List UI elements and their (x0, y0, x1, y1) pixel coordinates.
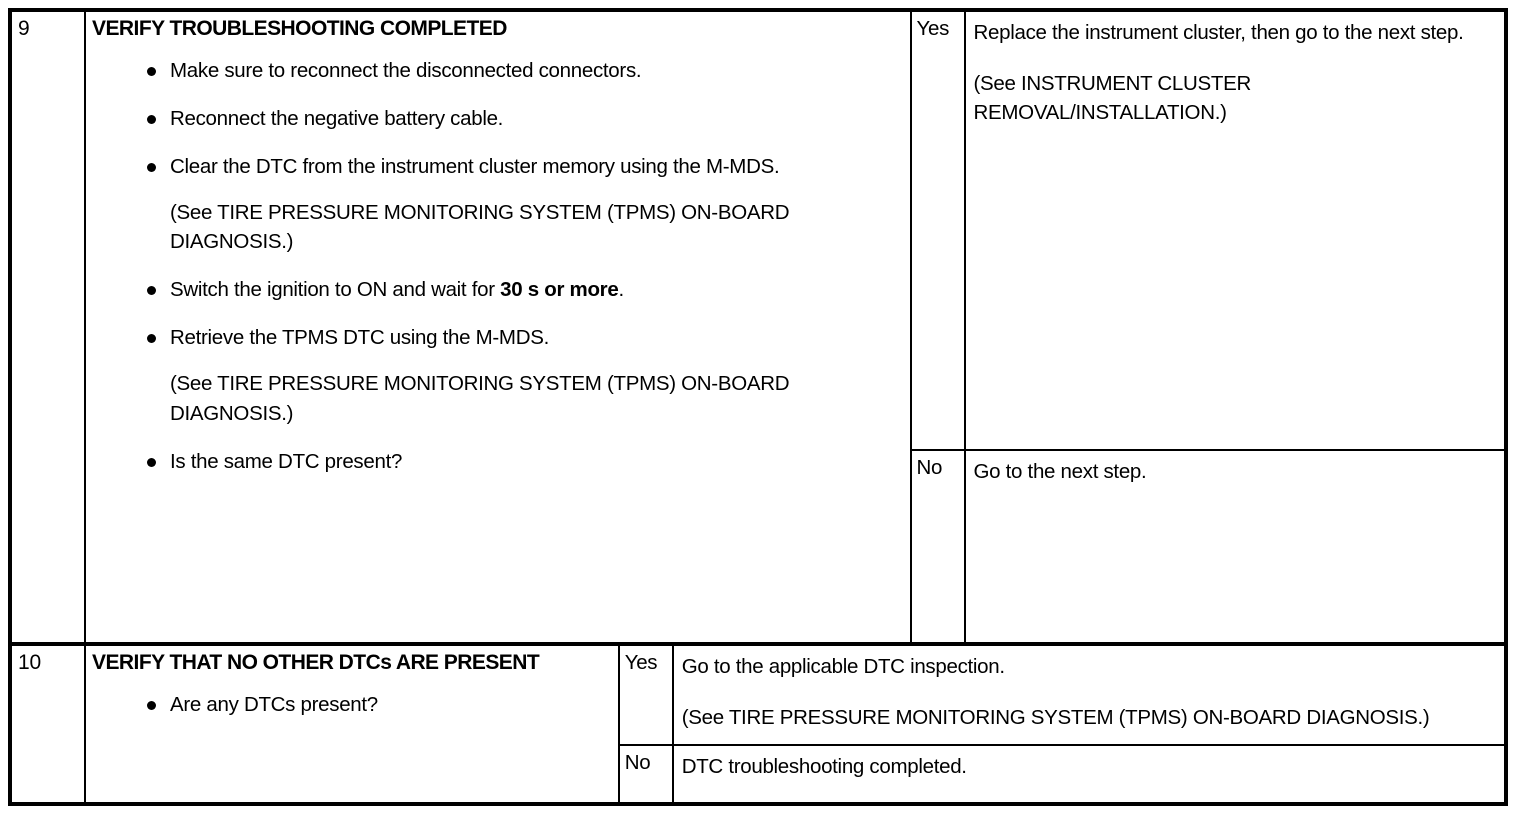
result-action-no-text: DTC troubleshooting completed. (681, 755, 967, 778)
bullet-icon (147, 334, 156, 344)
table-row-step-10: 10 VERIFY THAT NO OTHER DTCs ARE PRESENT… (12, 642, 1505, 802)
bullet-reference-note: (See TIRE PRESSURE MONITORING SYSTEM (TP… (170, 372, 790, 426)
bullet-text: Is the same DTC present? (170, 450, 403, 474)
list-item: Is the same DTC present? (92, 447, 898, 477)
bullet-text: Make sure to reconnect the disconnected … (170, 58, 642, 82)
bullet-icon (147, 286, 156, 296)
step-action-result-column: Replace the instrument cluster, then go … (965, 12, 1504, 642)
result-action-yes: Replace the instrument cluster, then go … (966, 12, 1504, 449)
list-item: Make sure to reconnect the disconnected … (92, 56, 898, 86)
step-bullet-list: Are any DTCs present? (92, 690, 606, 720)
bullet-text-prefix: Switch the ignition to ON and wait for (170, 278, 501, 302)
bullet-icon (147, 66, 156, 76)
bullet-icon (147, 458, 156, 468)
result-action-yes-text: Go to the applicable DTC inspection. (681, 655, 1005, 678)
bullet-text-suffix: . (618, 278, 624, 302)
list-item: Retrieve the TPMS DTC using the M-MDS. (… (92, 323, 898, 429)
list-item: Clear the DTC from the instrument cluste… (92, 152, 898, 258)
bullet-icon (147, 114, 156, 124)
result-label-no: No (911, 449, 964, 642)
result-action-yes-text: Replace the instrument cluster, then go … (973, 21, 1464, 44)
bullet-text: Are any DTCs present? (170, 692, 378, 716)
bullet-text: Clear the DTC from the instrument cluste… (170, 154, 780, 178)
step-title: VERIFY THAT NO OTHER DTCs ARE PRESENT (92, 651, 540, 674)
bullet-reference-note: (See TIRE PRESSURE MONITORING SYSTEM (TP… (170, 200, 790, 254)
step-action-cell: VERIFY THAT NO OTHER DTCs ARE PRESENT Ar… (86, 646, 620, 802)
troubleshooting-table: 9 VERIFY TROUBLESHOOTING COMPLETED Make … (8, 8, 1508, 806)
bullet-text: Reconnect the negative battery cable. (170, 106, 504, 130)
step-action-cell: VERIFY TROUBLESHOOTING COMPLETED Make su… (86, 12, 912, 642)
result-action-no: DTC troubleshooting completed. (673, 744, 1505, 802)
result-action-no-text: Go to the next step. (973, 460, 1147, 483)
result-label-no: No (619, 744, 672, 802)
result-label-yes: Yes (624, 651, 658, 674)
list-item: Are any DTCs present? (92, 690, 606, 720)
result-label-yes: Yes (916, 17, 950, 40)
step-bullet-list: Make sure to reconnect the disconnected … (92, 56, 898, 477)
step-action-result-column: Go to the applicable DTC inspection. (Se… (673, 646, 1505, 802)
result-action-yes-note: (See INSTRUMENT CLUSTER REMOVAL/INSTALLA… (973, 72, 1252, 125)
step-result-label-column: Yes No (619, 646, 674, 802)
list-item: Reconnect the negative battery cable. (92, 104, 898, 134)
result-action-no: Go to the next step. (965, 449, 1504, 642)
bullet-text-emphasis: 30 s or more (500, 278, 619, 302)
bullet-icon (147, 162, 156, 172)
result-action-yes-note: (See TIRE PRESSURE MONITORING SYSTEM (TP… (681, 706, 1430, 730)
step-title: VERIFY TROUBLESHOOTING COMPLETED (92, 17, 507, 40)
bullet-icon (147, 700, 156, 710)
step-number-cell: 10 (12, 646, 86, 802)
list-item: Switch the ignition to ON and wait for 3… (92, 275, 898, 305)
bullet-text: Switch the ignition to ON and wait for 3… (170, 275, 898, 305)
step-number-cell: 9 (12, 12, 86, 642)
bullet-text: Retrieve the TPMS DTC using the M-MDS. (170, 326, 549, 350)
table-row-step-9: 9 VERIFY TROUBLESHOOTING COMPLETED Make … (12, 12, 1504, 642)
step-result-label-column: Yes No (911, 12, 966, 642)
result-action-yes: Go to the applicable DTC inspection. (Se… (674, 646, 1504, 744)
